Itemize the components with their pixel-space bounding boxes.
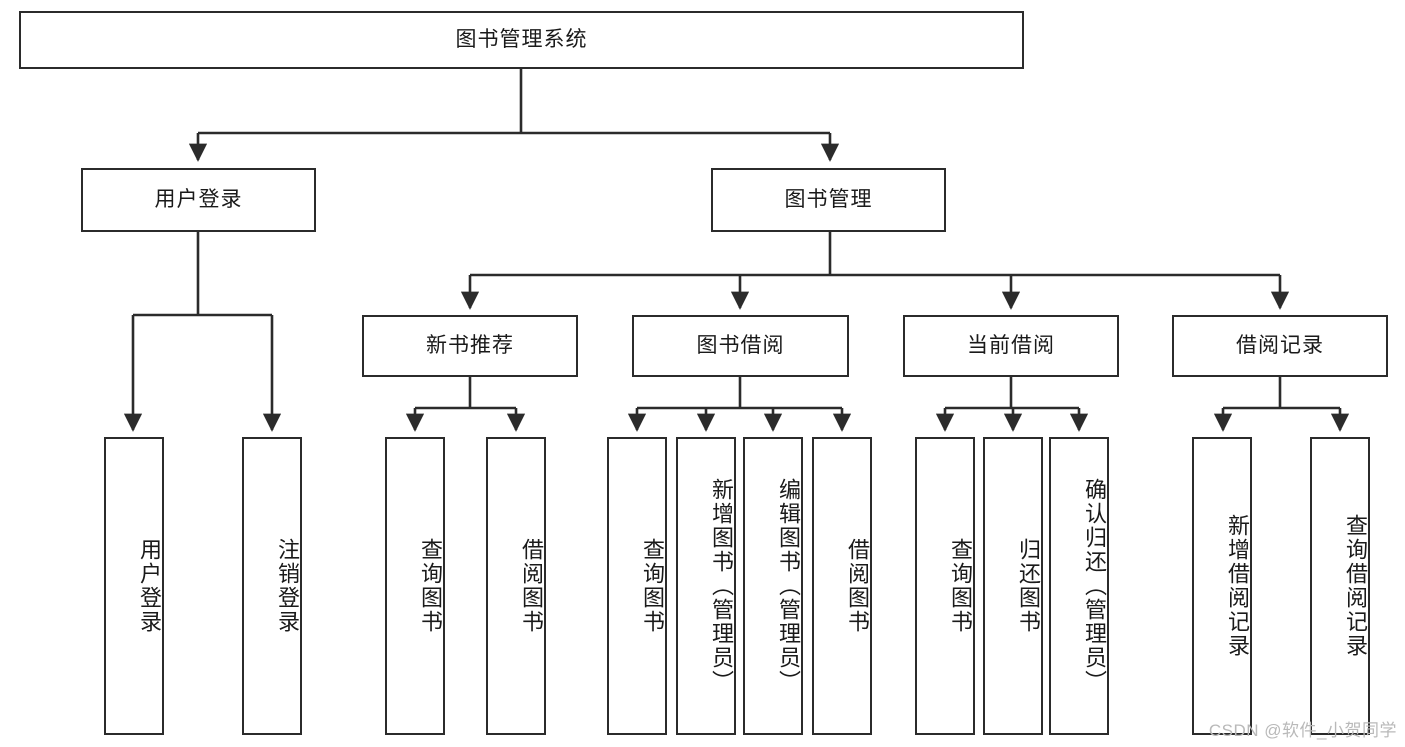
node-label: 查询借阅记录 (1343, 514, 1368, 658)
node-label: 查询图书 (418, 538, 443, 634)
node-current-borrow[interactable]: 当前借阅 (903, 315, 1119, 377)
node-label: 新书推荐 (426, 334, 514, 358)
node-book-management[interactable]: 图书管理 (711, 168, 946, 232)
node-label: 借阅记录 (1236, 334, 1324, 358)
leaf-new-book-borrow-book[interactable]: 借阅图书 (486, 437, 546, 735)
node-label: 图书借阅 (696, 334, 785, 358)
node-label: 新增图书（管理员） (709, 478, 734, 694)
node-label: 借阅图书 (845, 538, 870, 634)
node-label: 查询图书 (948, 538, 973, 634)
leaf-current-borrow-query-book[interactable]: 查询图书 (915, 437, 975, 735)
node-label: 用户登录 (154, 188, 243, 212)
watermark-text: CSDN @软件_小贺同学 (1208, 721, 1397, 740)
node-book-borrow[interactable]: 图书借阅 (632, 315, 849, 377)
node-label: 新增借阅记录 (1225, 514, 1250, 658)
node-new-book-recommend[interactable]: 新书推荐 (362, 315, 578, 377)
node-root-book-management-system[interactable]: 图书管理系统 (19, 11, 1024, 69)
node-label: 编辑图书（管理员） (776, 478, 801, 694)
node-label: 归还图书 (1016, 538, 1041, 634)
leaf-user-login-logout[interactable]: 注销登录 (242, 437, 302, 735)
node-label: 用户登录 (137, 538, 162, 634)
node-label: 当前借阅 (967, 334, 1055, 358)
leaf-current-borrow-confirm-return-admin[interactable]: 确认归还（管理员） (1049, 437, 1109, 735)
node-label: 查询图书 (640, 538, 665, 634)
node-label: 确认归还（管理员） (1082, 478, 1107, 694)
leaf-book-borrow-edit-book-admin[interactable]: 编辑图书（管理员） (743, 437, 803, 735)
node-user-login[interactable]: 用户登录 (81, 168, 316, 232)
node-borrow-record[interactable]: 借阅记录 (1172, 315, 1388, 377)
leaf-book-borrow-borrow-book[interactable]: 借阅图书 (812, 437, 872, 735)
node-label: 注销登录 (275, 538, 300, 634)
node-label: 图书管理 (784, 188, 873, 212)
node-label: 图书管理系统 (455, 28, 588, 52)
leaf-book-borrow-query-book[interactable]: 查询图书 (607, 437, 667, 735)
leaf-new-book-query-book[interactable]: 查询图书 (385, 437, 445, 735)
leaf-current-borrow-return-book[interactable]: 归还图书 (983, 437, 1043, 735)
leaf-borrow-record-query-record[interactable]: 查询借阅记录 (1310, 437, 1370, 735)
node-label: 借阅图书 (519, 538, 544, 634)
leaf-borrow-record-add-record[interactable]: 新增借阅记录 (1192, 437, 1252, 735)
leaf-user-login-login[interactable]: 用户登录 (104, 437, 164, 735)
leaf-book-borrow-add-book-admin[interactable]: 新增图书（管理员） (676, 437, 736, 735)
